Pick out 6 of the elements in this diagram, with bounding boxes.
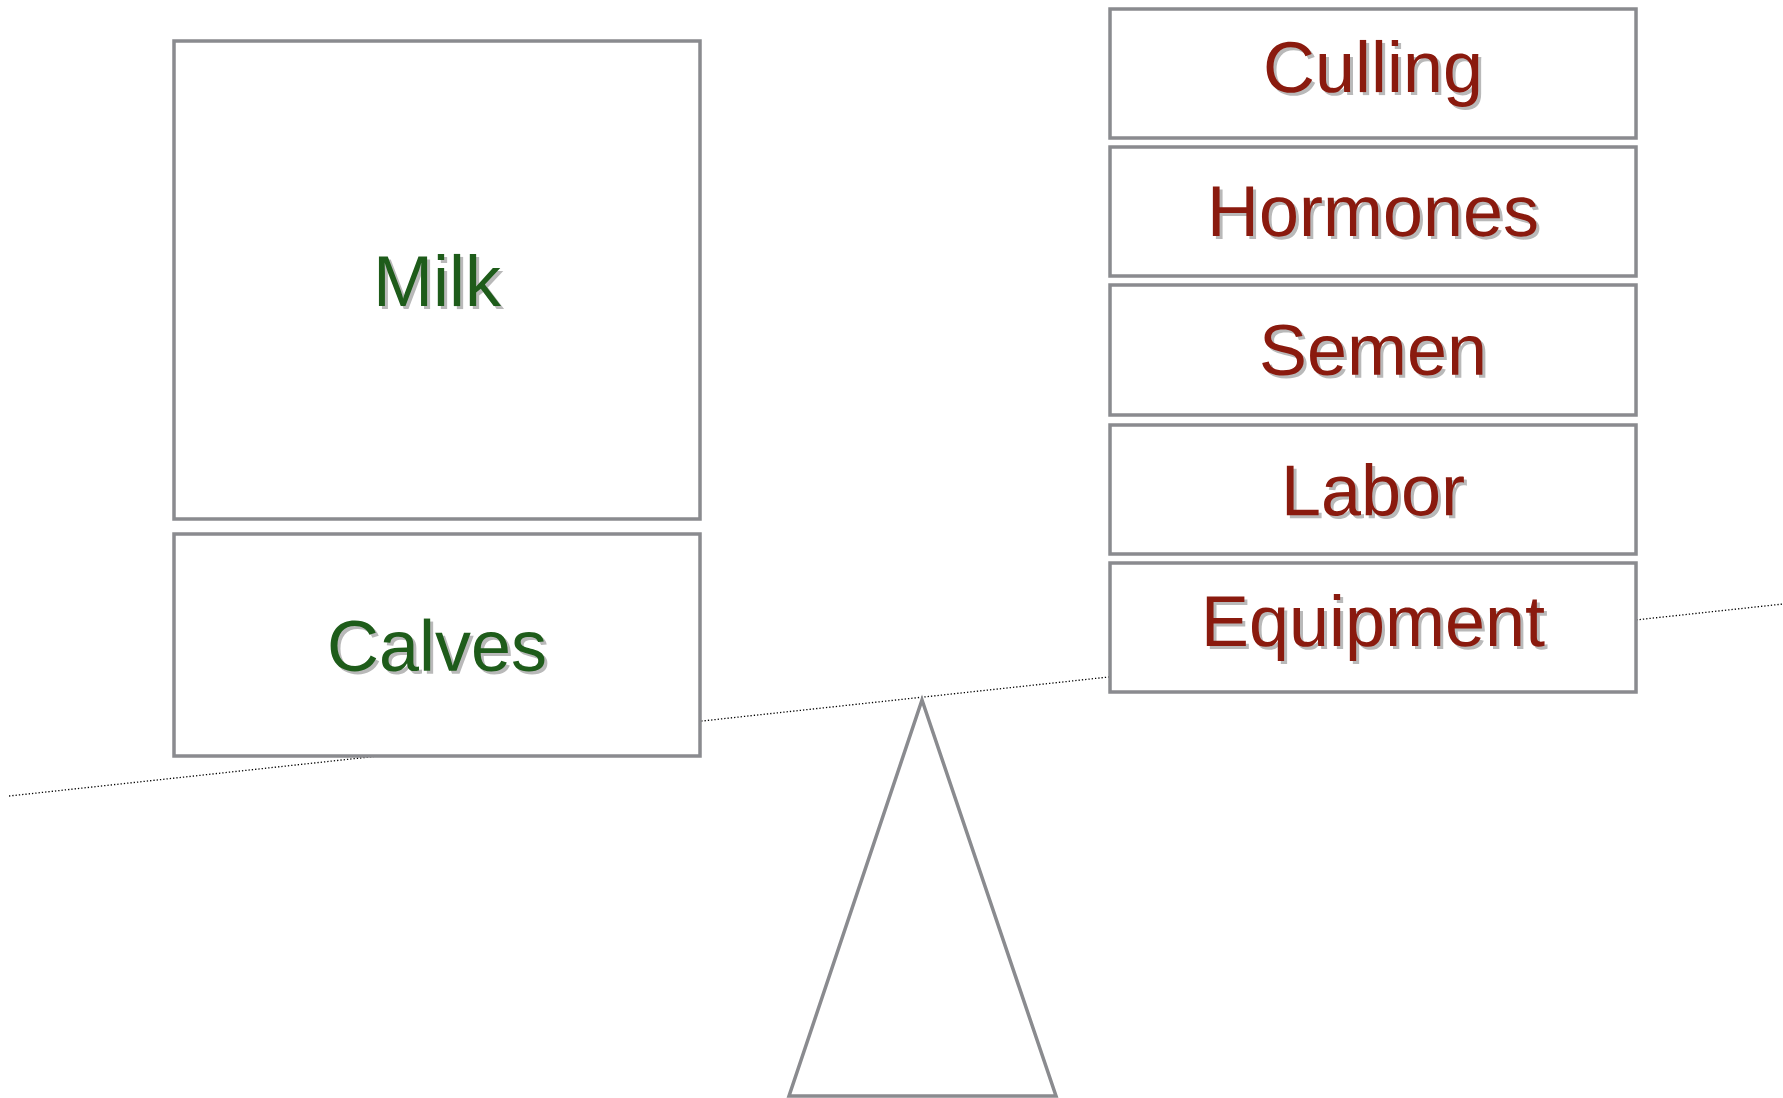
item-box: Semen (1108, 283, 1638, 417)
item-box: Calves (172, 532, 702, 758)
item-box: Labor (1108, 423, 1638, 556)
item-box: Hormones (1108, 145, 1638, 278)
item-box: Equipment (1108, 561, 1638, 694)
item-box: Culling (1108, 7, 1638, 140)
